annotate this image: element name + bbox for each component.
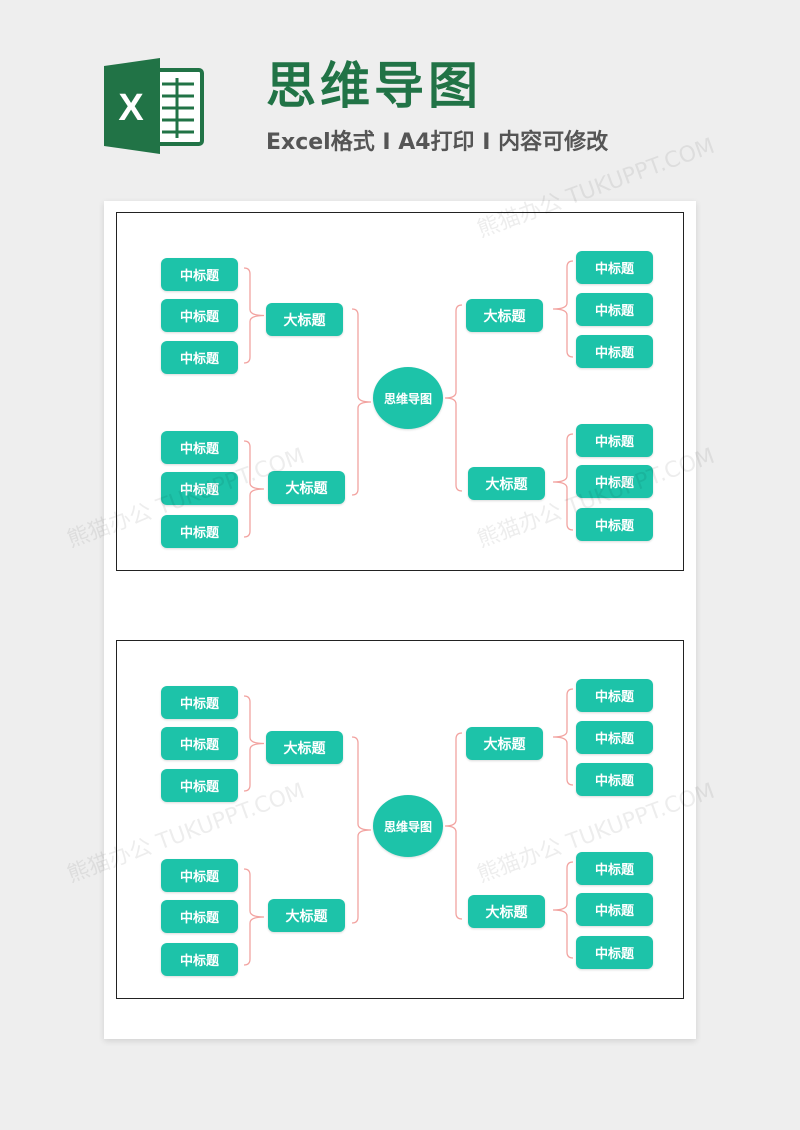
sub-topic: 中标题 (161, 341, 238, 374)
connector-lines (243, 688, 574, 966)
center-topic: 思维导图 (373, 795, 443, 857)
main-topic: 大标题 (268, 471, 345, 504)
sub-topic: 中标题 (161, 515, 238, 548)
connector-bracket (243, 695, 265, 792)
connector-bracket (444, 304, 463, 492)
page-subtitle: Excel格式 I A4打印 I 内容可修改 (266, 130, 609, 155)
sub-topic: 中标题 (576, 721, 653, 754)
connector-bracket (351, 736, 372, 924)
page-title: 思维导图 (266, 57, 482, 115)
connector-lines (243, 260, 574, 538)
connector-bracket (552, 861, 574, 959)
excel-icon: X (104, 58, 204, 154)
sub-topic: 中标题 (576, 293, 653, 326)
main-topic: 大标题 (466, 727, 543, 760)
sub-topic: 中标题 (161, 943, 238, 976)
connector-bracket (243, 868, 265, 966)
connector-bracket (444, 732, 463, 920)
sub-topic: 中标题 (576, 893, 653, 926)
main-topic: 大标题 (466, 299, 543, 332)
sub-topic: 中标题 (576, 936, 653, 969)
main-topic: 大标题 (266, 731, 343, 764)
connector-bracket (243, 440, 265, 538)
main-topic: 大标题 (268, 899, 345, 932)
sub-topic: 中标题 (576, 424, 653, 457)
connector-bracket (243, 267, 265, 364)
sub-topic: 中标题 (161, 299, 238, 332)
main-topic: 大标题 (468, 467, 545, 500)
sub-topic: 中标题 (161, 431, 238, 464)
sub-topic: 中标题 (576, 335, 653, 368)
sub-topic: 中标题 (161, 727, 238, 760)
connector-bracket (351, 308, 372, 496)
connector-bracket (552, 433, 574, 531)
sub-topic: 中标题 (576, 852, 653, 885)
main-topic: 大标题 (468, 895, 545, 928)
main-topic: 大标题 (266, 303, 343, 336)
sub-topic: 中标题 (161, 258, 238, 291)
mind-map-panel-2: 思维导图大标题中标题中标题中标题大标题中标题中标题中标题大标题中标题中标题中标题… (116, 640, 684, 999)
sub-topic: 中标题 (576, 763, 653, 796)
center-topic: 思维导图 (373, 367, 443, 429)
sub-topic: 中标题 (161, 859, 238, 892)
connector-bracket (552, 688, 574, 786)
sub-topic: 中标题 (576, 465, 653, 498)
mind-map-panel-1: 思维导图大标题中标题中标题中标题大标题中标题中标题中标题大标题中标题中标题中标题… (116, 212, 684, 571)
connector-bracket (552, 260, 574, 358)
sub-topic: 中标题 (576, 679, 653, 712)
sub-topic: 中标题 (576, 508, 653, 541)
sub-topic: 中标题 (161, 472, 238, 505)
excel-logo-letter: X (118, 87, 144, 129)
sub-topic: 中标题 (161, 769, 238, 802)
sub-topic: 中标题 (576, 251, 653, 284)
sub-topic: 中标题 (161, 686, 238, 719)
sub-topic: 中标题 (161, 900, 238, 933)
page-header: X 思维导图 Excel格式 I A4打印 I 内容可修改 (0, 0, 800, 200)
document-page: 思维导图大标题中标题中标题中标题大标题中标题中标题中标题大标题中标题中标题中标题… (104, 201, 696, 1039)
